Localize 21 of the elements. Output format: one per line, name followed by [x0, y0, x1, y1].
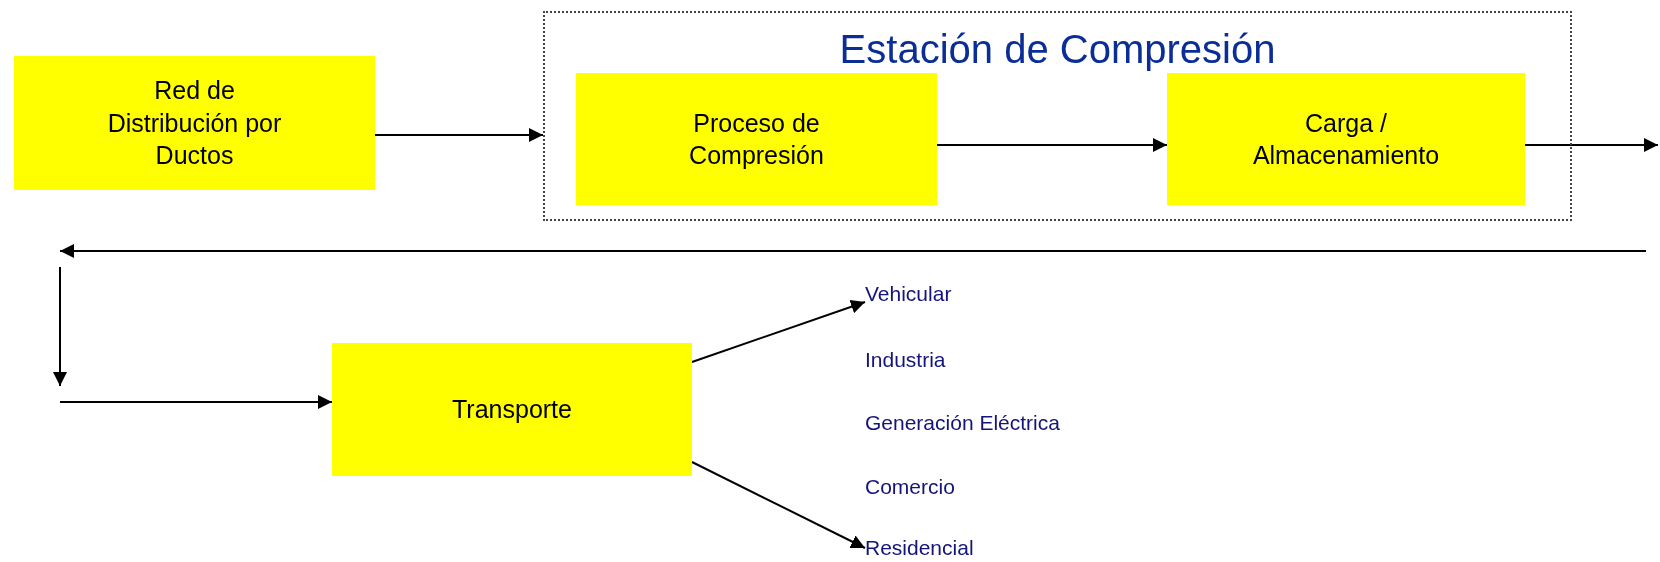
box-label: Carga / Almacenamiento [1251, 107, 1441, 171]
process-box [332, 343, 692, 476]
destination-text: Residencial [865, 536, 974, 560]
destination-text: Industria [865, 348, 946, 372]
arrow [691, 461, 866, 549]
destination-text: Generación Eléctrica [865, 411, 1060, 435]
arrow [1524, 138, 1659, 152]
box-label: Transporte [451, 394, 573, 426]
arrow [59, 395, 333, 409]
box-label: Red de Distribución por Ductos [106, 75, 283, 172]
process-box [576, 73, 937, 205]
destination-text: Vehicular [865, 282, 952, 306]
box-label: Proceso de Compresión [688, 107, 825, 171]
station-group-box [543, 11, 1572, 221]
arrow [691, 299, 866, 363]
group-title: Estación de Compresión [838, 27, 1277, 72]
arrow [374, 128, 544, 142]
arrow [936, 138, 1168, 152]
process-box [1167, 73, 1525, 205]
process-box [14, 56, 375, 190]
destination-text: Comercio [865, 475, 955, 499]
